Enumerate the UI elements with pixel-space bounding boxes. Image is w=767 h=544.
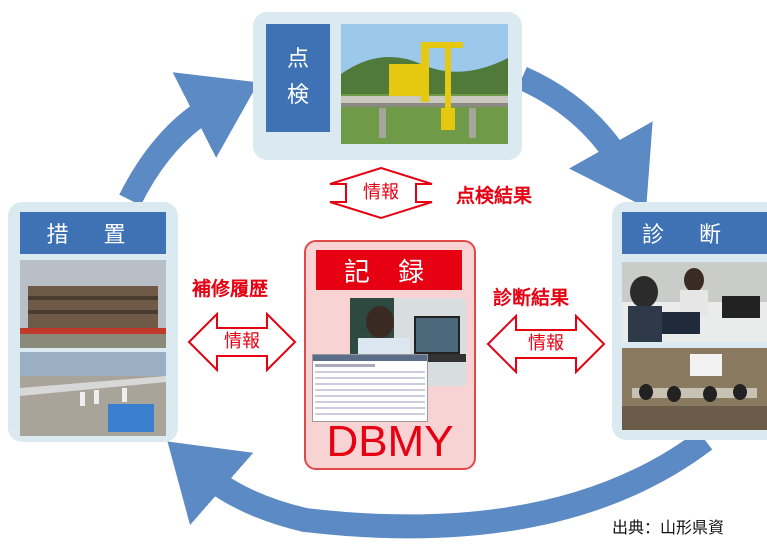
measures-photo-bottom: [20, 352, 166, 436]
record-photo-screen: [312, 354, 428, 422]
info-arrow-left: [187, 312, 297, 372]
inspection-char-2: 検: [286, 83, 309, 108]
diagnosis-photo-top: [622, 262, 767, 342]
measures-photo-top: [20, 260, 166, 348]
repair-history-label: 補修履歴: [192, 278, 269, 300]
info-label-right: 情報: [528, 333, 564, 354]
cycle-arrow-top-left: [119, 72, 259, 206]
record-label: 記 録: [316, 250, 462, 290]
inspection-photo: [341, 24, 508, 144]
cycle-arrow-bottom: [167, 430, 713, 539]
info-label-left: 情報: [224, 331, 260, 352]
dbmy-system-name: DBMY: [326, 417, 454, 466]
source-credit: 出典：山形県資: [612, 518, 725, 537]
info-label-top: 情報: [363, 182, 399, 203]
inspection-char-1: 点: [286, 47, 309, 72]
cycle-arrow-top-right: [517, 67, 653, 208]
inspection-result-label: 点検結果: [456, 185, 533, 207]
info-arrow-top: [329, 166, 433, 220]
record-photo-worker: [350, 298, 466, 386]
measures-label: 措 置: [20, 212, 166, 254]
inspection-label: 点 検: [266, 24, 330, 132]
diagnosis-photo-bottom: [622, 348, 767, 430]
info-arrow-right: [486, 314, 606, 374]
diagnosis-result-label: 診断結果: [493, 287, 570, 309]
diagnosis-label: 診 断: [622, 212, 767, 254]
